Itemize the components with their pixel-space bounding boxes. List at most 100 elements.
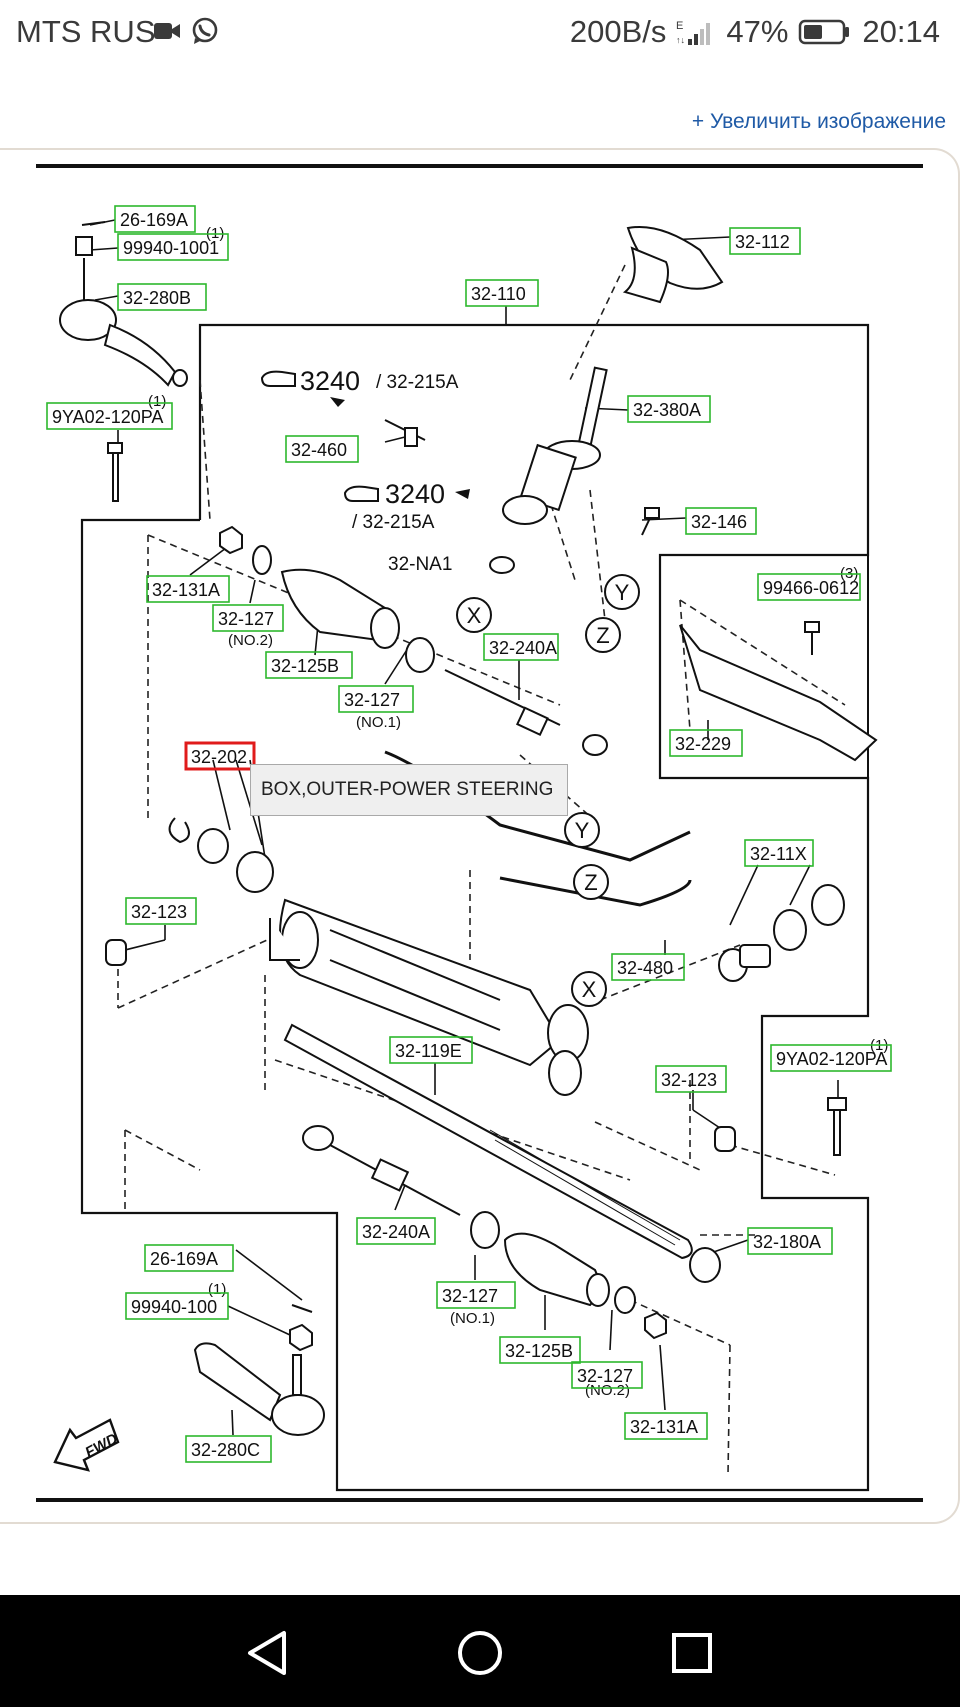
part-label-32-380a[interactable]: 32-380A xyxy=(627,395,711,423)
part-label-box[interactable] xyxy=(144,1244,234,1272)
part-label-32-180a[interactable]: 32-180A xyxy=(747,1227,833,1255)
part-label-box[interactable] xyxy=(285,435,359,463)
part-label-text[interactable]: 32-127 xyxy=(344,690,400,710)
part-label-box[interactable] xyxy=(770,1044,892,1072)
part-label-text[interactable]: 32-280B xyxy=(123,288,191,308)
part-label-box[interactable] xyxy=(125,1292,229,1320)
part-label-text[interactable]: 32-380A xyxy=(633,400,701,420)
part-label-99466-0612[interactable]: 99466-0612 xyxy=(757,573,861,601)
part-label-text[interactable]: 32-11X xyxy=(750,844,807,864)
part-label-32-131a[interactable]: 32-131A xyxy=(624,1412,708,1440)
part-label-box[interactable] xyxy=(436,1281,516,1309)
part-label-32-123[interactable]: 32-123 xyxy=(125,897,197,925)
part-label-text[interactable]: 32-125B xyxy=(505,1341,573,1361)
part-label-box[interactable] xyxy=(356,1217,436,1245)
part-label-box[interactable] xyxy=(125,897,197,925)
part-label-32-119e[interactable]: 32-119E xyxy=(389,1036,473,1064)
part-label-32-229[interactable]: 32-229 xyxy=(669,729,743,757)
part-label-32-127[interactable]: 32-127 xyxy=(436,1281,516,1309)
part-label-text[interactable]: 32-240A xyxy=(489,638,557,658)
part-label-text[interactable]: 32-131A xyxy=(630,1417,698,1437)
part-label-99940-100[interactable]: 99940-100 xyxy=(125,1292,229,1320)
part-label-box[interactable] xyxy=(184,741,256,771)
part-label-text[interactable]: 32-180A xyxy=(753,1232,821,1252)
part-label-text[interactable]: 32-110 xyxy=(471,284,526,304)
part-label-text[interactable]: 32-146 xyxy=(691,512,747,532)
part-label-box[interactable] xyxy=(611,953,685,981)
part-label-9ya02-120pa[interactable]: 9YA02-120PA xyxy=(770,1044,892,1072)
part-label-32-280b[interactable]: 32-280B xyxy=(117,283,207,311)
part-label-box[interactable] xyxy=(729,227,801,255)
part-label-box[interactable] xyxy=(499,1336,581,1364)
part-label-text[interactable]: 32-125B xyxy=(271,656,339,676)
part-label-32-125b[interactable]: 32-125B xyxy=(499,1336,581,1364)
part-label-box[interactable] xyxy=(46,402,173,430)
part-label-26-169a[interactable]: 26-169A xyxy=(144,1244,234,1272)
part-label-32-127[interactable]: 32-127 xyxy=(338,685,414,713)
part-label-box[interactable] xyxy=(465,279,539,307)
part-label-box[interactable] xyxy=(389,1036,473,1064)
part-label-32-125b[interactable]: 32-125B xyxy=(265,651,353,679)
part-label-32-202[interactable]: 32-202 xyxy=(184,741,256,771)
part-label-box[interactable] xyxy=(212,604,284,632)
part-label-box[interactable] xyxy=(185,1435,272,1463)
part-label-text[interactable]: 32-240A xyxy=(362,1222,430,1242)
part-label-box[interactable] xyxy=(117,233,229,261)
home-icon[interactable] xyxy=(452,1625,508,1681)
part-label-box[interactable] xyxy=(747,1227,833,1255)
part-label-9ya02-120pa[interactable]: 9YA02-120PA xyxy=(46,402,173,430)
part-label-text[interactable]: 32-123 xyxy=(131,902,187,922)
part-label-32-127[interactable]: 32-127 xyxy=(212,604,284,632)
part-label-box[interactable] xyxy=(114,205,196,233)
part-label-text[interactable]: 32-460 xyxy=(291,440,347,460)
part-label-box[interactable] xyxy=(624,1412,708,1440)
zoom-image-link[interactable]: + Увеличить изображение xyxy=(691,110,946,133)
recents-icon[interactable] xyxy=(664,1625,720,1681)
part-label-box[interactable] xyxy=(669,729,743,757)
part-label-text[interactable]: 32-131A xyxy=(152,580,220,600)
part-label-32-112[interactable]: 32-112 xyxy=(729,227,801,255)
part-label-text[interactable]: 9YA02-120PA xyxy=(776,1049,887,1069)
part-label-text[interactable]: 32-127 xyxy=(442,1286,498,1306)
part-label-32-131a[interactable]: 32-131A xyxy=(146,575,230,603)
part-label-box[interactable] xyxy=(655,1065,727,1093)
part-label-box[interactable] xyxy=(571,1361,643,1389)
part-label-99940-1001[interactable]: 99940-1001 xyxy=(117,233,229,261)
part-label-box[interactable] xyxy=(117,283,207,311)
part-label-text[interactable]: 32-123 xyxy=(661,1070,717,1090)
part-label-text[interactable]: 32-229 xyxy=(675,734,731,754)
part-label-box[interactable] xyxy=(685,507,757,535)
part-label-text[interactable]: 26-169A xyxy=(120,210,188,230)
part-label-26-169a[interactable]: 26-169A xyxy=(114,205,196,233)
part-label-32-280c[interactable]: 32-280C xyxy=(185,1435,272,1463)
part-label-box[interactable] xyxy=(338,685,414,713)
part-label-box[interactable] xyxy=(483,633,559,661)
part-label-text[interactable]: 9YA02-120PA xyxy=(52,407,163,427)
part-label-text[interactable]: 32-280C xyxy=(191,1440,260,1460)
part-label-text[interactable]: 99466-0612 xyxy=(763,578,859,598)
part-label-text[interactable]: 32-480 xyxy=(617,958,673,978)
part-label-text[interactable]: 99940-1001 xyxy=(123,238,219,258)
part-label-32-240a[interactable]: 32-240A xyxy=(483,633,559,661)
part-label-32-480[interactable]: 32-480 xyxy=(611,953,685,981)
part-label-32-110[interactable]: 32-110 xyxy=(465,279,539,307)
part-label-text[interactable]: 32-202 xyxy=(191,747,247,767)
part-label-box[interactable] xyxy=(146,575,230,603)
part-label-text[interactable]: 99940-100 xyxy=(131,1297,217,1317)
part-label-box[interactable] xyxy=(265,651,353,679)
back-icon[interactable] xyxy=(240,1625,296,1681)
part-label-box[interactable] xyxy=(757,573,861,601)
part-label-box[interactable] xyxy=(744,839,814,867)
part-label-text[interactable]: 26-169A xyxy=(150,1249,218,1269)
part-label-32-146[interactable]: 32-146 xyxy=(685,507,757,535)
part-label-32-127[interactable]: 32-127 xyxy=(571,1361,643,1389)
part-label-32-123[interactable]: 32-123 xyxy=(655,1065,727,1093)
part-label-box[interactable] xyxy=(627,395,711,423)
part-label-text[interactable]: 32-127 xyxy=(577,1366,633,1386)
part-label-text[interactable]: 32-127 xyxy=(218,609,274,629)
part-label-32-11x[interactable]: 32-11X xyxy=(744,839,814,867)
part-label-32-240a[interactable]: 32-240A xyxy=(356,1217,436,1245)
part-label-text[interactable]: 32-112 xyxy=(735,232,790,252)
part-label-text[interactable]: 32-119E xyxy=(395,1041,462,1061)
part-label-32-460[interactable]: 32-460 xyxy=(285,435,359,463)
